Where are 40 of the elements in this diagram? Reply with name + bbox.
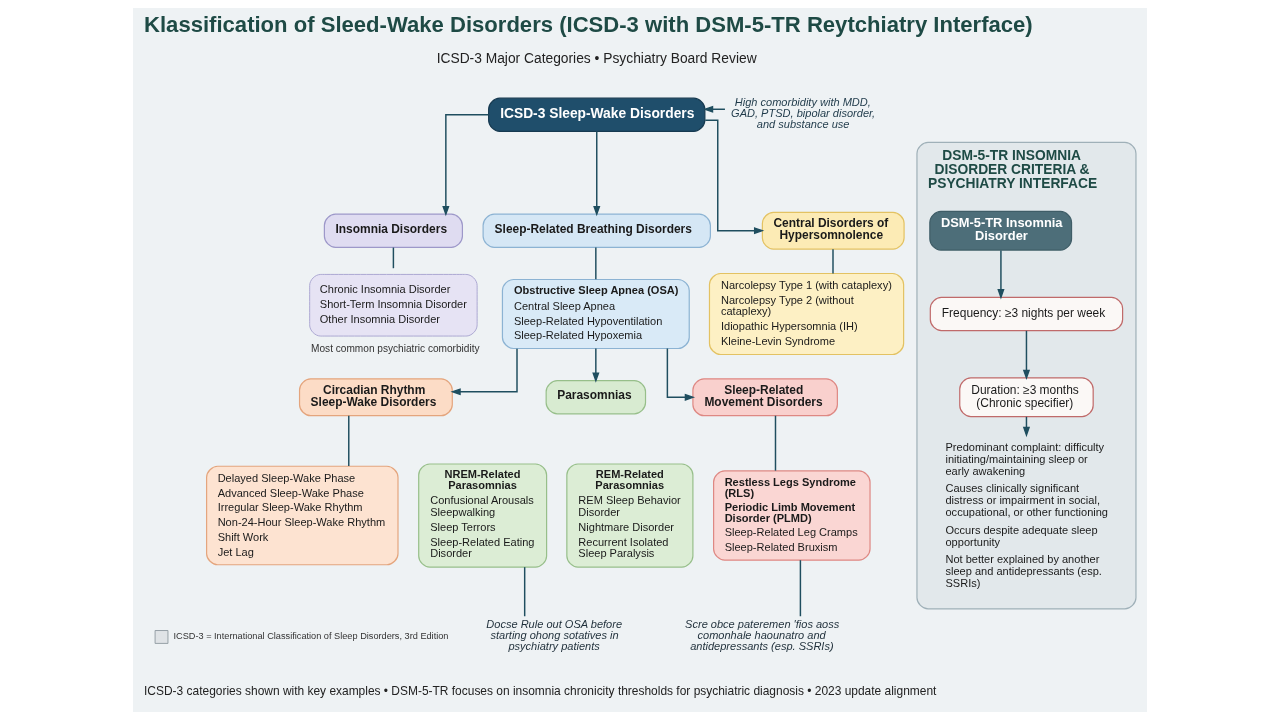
node-text: Predominant complaint: difficulty initiating/maintaining sleep or early awakening Causes clinically significant distress or impairment in social, occupational, or other functioning Occurs despite adequate sleep opportunity Not better explained by another sleep and antidepressants (esp. SSRIs): [945, 440, 1108, 589]
arrow: [997, 249, 1005, 300]
diagram-title: Klassification of Sleed-Wake Disorders (ICSD-3 with DSM-5-TR Reytchiatry Interface): [144, 12, 1033, 38]
node-box: Narcolepsy Type 1 (with cataplexy) Narcolepsy Type 2 (without cataplexy) Idiopathic Hypersomnia (IH) Kleine-Levin Syndrome: [708, 272, 905, 356]
node-text: High comorbidity with MDD, GAD, PTSD, bipolar disorder, and substance use: [731, 96, 876, 131]
arrow: [592, 347, 600, 383]
connector: [799, 559, 802, 617]
node-box: Sleep-Related Breathing Disorders: [482, 213, 711, 248]
label: ICSD-3 Major Categories • Psychiatry Board Review: [436, 50, 757, 66]
arrow: [450, 348, 518, 396]
connector: [774, 415, 777, 472]
node-box: DSM-5-TR Insomnia Disorder: [929, 210, 1073, 251]
node-text: Scre obce pateremen 'fios aoss comonhale haounatro and antidepressants (esp. SSRIs): [685, 617, 840, 652]
arrow: [442, 114, 490, 217]
caption: ICSD-3 categories shown with key examples • DSM-5-TR focuses on insomnia chronicity thresholds for psychiatric diagnosis • 2023 update alignment: [144, 683, 937, 698]
node-text: Docse Rule out OSA before starting ohong sotatives in psychiatry patients: [486, 617, 623, 652]
connector: [832, 248, 834, 275]
legend-label: ICSD-3 = International Classification of Sleep Disorders, 3rd Edition: [173, 631, 449, 642]
arrow: [704, 119, 765, 235]
node-box: Central Disorders of Hypersomnolence: [761, 211, 905, 250]
arrow: [1022, 330, 1031, 381]
node-label: Most common psychiatric comorbidity: [311, 342, 480, 354]
node-box: REM-Related Parasomnias REM Sleep Behavior Disorder Nightmare Disorder Recurrent Isolated Sleep Paralysis: [566, 463, 694, 568]
node-box: Frequency: ≥3 nights per week: [929, 296, 1124, 332]
node-box: NREM-Related Parasomnias Confusional Arousals Sleepwalking Sleep Terrors Sleep-Related Eating Disorder: [418, 463, 548, 568]
arrow: [666, 347, 696, 401]
node-box: Parasomnias: [545, 380, 647, 415]
node-box: Restless Legs Syndrome (RLS) Periodic Limb Movement Disorder (PLMD) Sleep-Related Leg Cramps Sleep-Related Bruxism: [713, 470, 871, 561]
connector: [523, 566, 526, 617]
node-box: Delayed Sleep-Wake Phase Advanced Sleep-Wake Phase Irregular Sleep-Wake Rhythm Non-24-Hour Sleep-Wake Rhythm Shift Work Jet Lag: [206, 465, 399, 566]
node-box: Obstructive Sleep Apnea (OSA) Central Sleep Apnea Sleep-Related Hypoventilation Sleep-Related Hypoxemia: [501, 278, 690, 350]
node-box: ICSD-3 Sleep-Wake Disorders: [488, 97, 706, 132]
node-box: Circadian Rhythm Sleep-Wake Disorders: [298, 378, 453, 417]
connector: [348, 415, 350, 467]
arrow: [593, 130, 601, 217]
node-box: Duration: ≥3 months (Chronic specifier): [959, 377, 1094, 418]
connector: [392, 246, 395, 269]
node-box: Sleep-Related Movement Disorders: [692, 378, 838, 417]
node-box: Insomnia Disorders: [323, 213, 463, 248]
connector: [595, 246, 597, 280]
